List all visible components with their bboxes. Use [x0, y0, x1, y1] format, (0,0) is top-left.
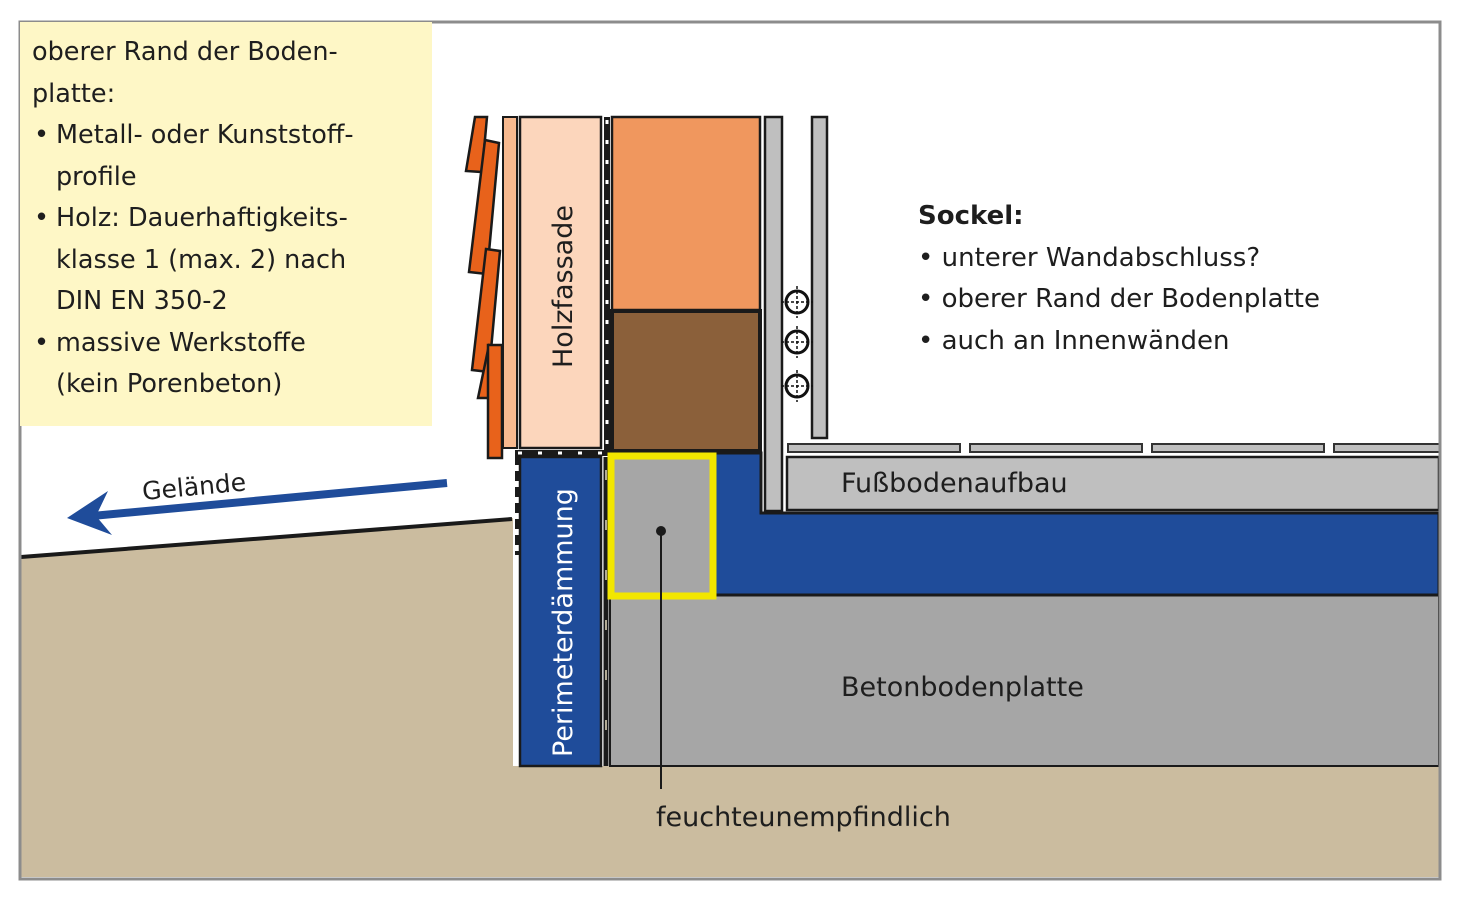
sockel-note-bullet: auch an Innenwänden [918, 321, 1320, 363]
left-note-bullet-line: profile [56, 161, 137, 192]
fastener-icon [781, 286, 813, 318]
left-note-heading-line: oberer Rand der Boden- [32, 37, 338, 67]
left-note-bullet-line: klasse 1 (max. 2) nach [56, 244, 347, 275]
perimeterdaemmung-label: Perimeterdämmung [548, 488, 579, 757]
left-note-bullet-line: Metall- oder Kunststoff- [32, 115, 432, 157]
inner-plate-1 [763, 115, 784, 513]
holzfassade-label: Holzfassade [548, 205, 579, 368]
diagram-border [18, 20, 1442, 881]
wall-insulation [610, 115, 762, 312]
sockel-note: Sockel: unterer Wandabschluss? oberer Ra… [918, 196, 1320, 362]
left-note-bullet-line: (kein Porenbeton) [56, 369, 283, 399]
fastener-icon [781, 326, 813, 358]
facade-batten [502, 116, 518, 449]
betonbodenplatte-label: Betonbodenplatte [841, 672, 1084, 703]
fussbodenaufbau-label: Fußbodenaufbau [841, 468, 1068, 499]
fastener-icon [781, 370, 813, 402]
left-note-box: oberer Rand der Boden- platte: Metall- o… [20, 22, 432, 426]
left-note-heading-line: platte: [32, 78, 116, 109]
sockel-note-bullet: unterer Wandabschluss? [918, 238, 1320, 280]
perimeter-insulation [518, 455, 603, 768]
floor-boards [787, 443, 1441, 453]
ground-line [20, 517, 513, 559]
sockel-note-title: Sockel: [918, 201, 1024, 231]
fastener-icons [781, 286, 813, 402]
slope-arrow-icon [67, 479, 448, 535]
feuchteunempfindlich-label: feuchteunempfindlich [656, 802, 951, 833]
facade-shingles [464, 115, 504, 460]
soil-lower [21, 766, 1439, 877]
sockel-note-bullet: oberer Rand der Bodenplatte [918, 279, 1320, 321]
left-note-bullet-line: DIN EN 350-2 [56, 286, 228, 316]
wall-sill [610, 309, 762, 453]
left-note-bullet-line: Holz: Dauerhaftigkeits- [32, 198, 432, 240]
floor-buildup [785, 455, 1441, 512]
inner-plate-2 [810, 115, 829, 440]
holzfassade-board [518, 115, 603, 450]
left-note-bullet-line: massive Werkstoffe [32, 323, 432, 365]
